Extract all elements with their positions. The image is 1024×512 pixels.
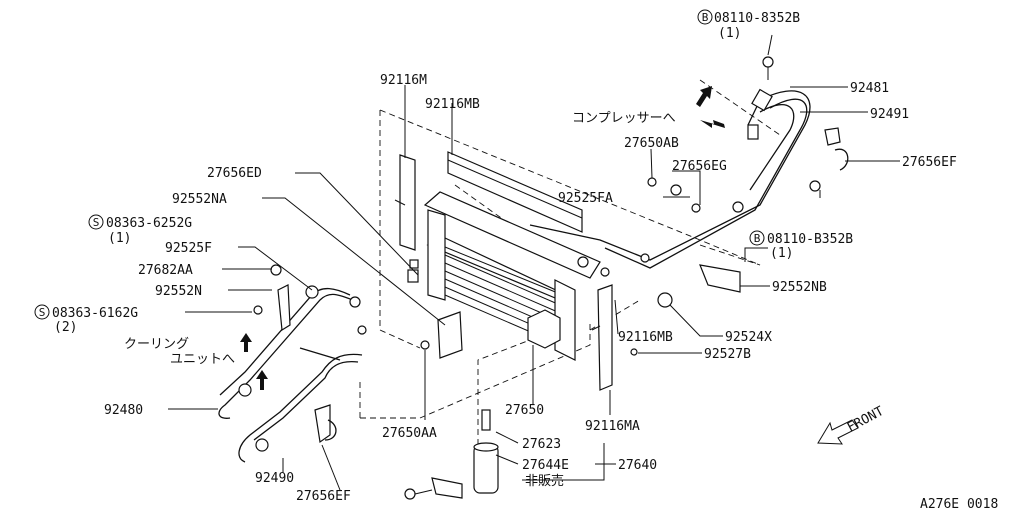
label-92116MB-bot: 92116MB xyxy=(618,330,673,345)
label-08363-6252G: 08363-6252G xyxy=(106,216,192,231)
label-27656EG: 27656EG xyxy=(672,159,727,174)
label-27656EF-right: 27656EF xyxy=(902,155,957,170)
label-cooling-unit-2: ユニットへ xyxy=(170,352,235,367)
hardware xyxy=(253,56,849,444)
seal-92116MA xyxy=(591,284,613,391)
label-08110-8352B-qty: (1) xyxy=(718,26,741,41)
label-cooling-unit-1: クーリング xyxy=(124,337,189,352)
receiver-drier-27640 xyxy=(404,409,499,500)
label-front: FRONT xyxy=(845,404,887,436)
pipe-92481-92491 xyxy=(529,88,811,269)
diagram-code: A276E 0018 xyxy=(920,497,998,512)
label-27650AB: 27650AB xyxy=(624,136,679,151)
front-arrow-icon xyxy=(817,419,859,445)
label-92552N: 92552N xyxy=(155,284,202,299)
label-92552NB: 92552NB xyxy=(772,280,827,295)
part-labels: 08110-8352B (1) 92481 92491 コンプレッサーへ 276… xyxy=(52,11,998,512)
s-mark-top: S xyxy=(93,216,100,229)
label-92552NA: 92552NA xyxy=(172,192,227,207)
up-arrow-icon xyxy=(240,333,268,390)
label-27640: 27640 xyxy=(618,458,657,473)
pipe-92490 xyxy=(238,347,363,463)
leader-lines xyxy=(168,34,900,491)
label-27650: 27650 xyxy=(505,403,544,418)
label-08110-B352B: 08110-B352B xyxy=(767,232,853,247)
label-08363-6162G-qty: (2) xyxy=(54,320,77,335)
condenser-27650 xyxy=(407,151,601,361)
label-92116M: 92116M xyxy=(380,73,427,88)
bolt-marks: B B S S xyxy=(34,9,765,320)
label-92524X: 92524X xyxy=(725,330,772,345)
label-92116MA: 92116MA xyxy=(585,419,640,434)
label-27682AA: 27682AA xyxy=(138,263,193,278)
label-92481: 92481 xyxy=(850,81,889,96)
label-92490: 92490 xyxy=(255,471,294,486)
label-08110-B352B-qty: (1) xyxy=(770,246,793,261)
label-27650AA: 27650AA xyxy=(382,426,437,441)
s-mark-bot: S xyxy=(39,306,46,319)
label-27656EF-bottom: 27656EF xyxy=(296,489,351,504)
label-not-for-sale: 非販売 xyxy=(525,473,564,489)
label-92525FA: 92525FA xyxy=(558,191,613,206)
label-08110-8352B: 08110-8352B xyxy=(714,11,800,26)
label-to-compressor: コンプレッサーへ xyxy=(572,111,676,126)
b-mark-top: B xyxy=(702,11,709,24)
label-92527B: 92527B xyxy=(704,347,751,362)
label-92491: 92491 xyxy=(870,107,909,122)
label-08363-6252G-qty: (1) xyxy=(108,231,131,246)
label-27656ED: 27656ED xyxy=(207,166,262,181)
label-08363-6162G: 08363-6162G xyxy=(52,306,138,321)
label-27623: 27623 xyxy=(522,437,561,452)
label-27644E: 27644E xyxy=(522,458,569,473)
label-92480: 92480 xyxy=(104,403,143,418)
label-92116MB-top: 92116MB xyxy=(425,97,480,112)
b-mark-mid: B xyxy=(754,232,761,245)
compressor-arrow-icon xyxy=(696,86,725,128)
seal-92116M xyxy=(394,154,416,251)
label-92525F: 92525F xyxy=(165,241,212,256)
